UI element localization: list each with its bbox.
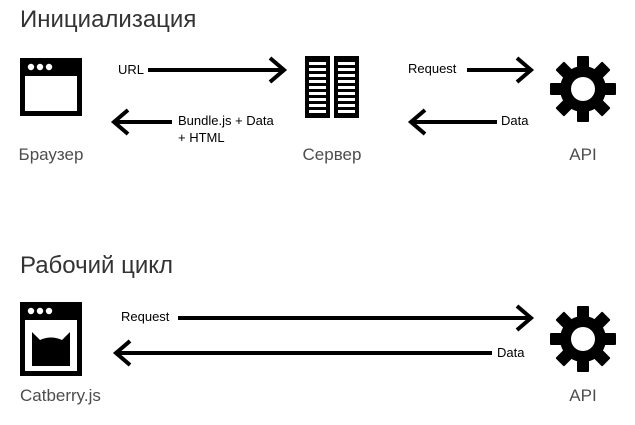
node-label-api: API [569,145,597,164]
cat-browser-icon [20,302,82,376]
edge-label-request: Request [408,61,457,76]
arrow-api-to-server [407,108,497,136]
arrow-api-to-catberry [112,339,492,367]
arrow-server-to-browser [110,108,172,136]
arrow-catberry-to-api [178,304,535,332]
gear-icon [550,306,616,372]
section-title-work-cycle: Рабочий цикл [20,252,174,279]
server-rack-icon [305,56,359,118]
edge-label-bundle-line1: Bundle.js + Data [178,113,274,128]
edge-label-data: Data [501,113,529,128]
node-label-server: Сервер [302,145,362,164]
gear-icon [550,56,616,122]
node-label-catberry: Catberry.js [20,386,101,405]
edge-label-request-work: Request [121,309,170,324]
arrow-server-to-api [467,56,535,84]
edge-label-bundle-line2: + HTML [178,130,225,145]
section-title-init: Инициализация [20,6,197,33]
node-label-api-work: API [569,386,597,405]
edge-label-url: URL [118,62,145,77]
arrow-browser-to-server [148,56,288,84]
node-label-browser: Браузер [18,145,84,164]
edge-label-data-work: Data [497,345,525,360]
browser-window-icon [20,58,82,116]
